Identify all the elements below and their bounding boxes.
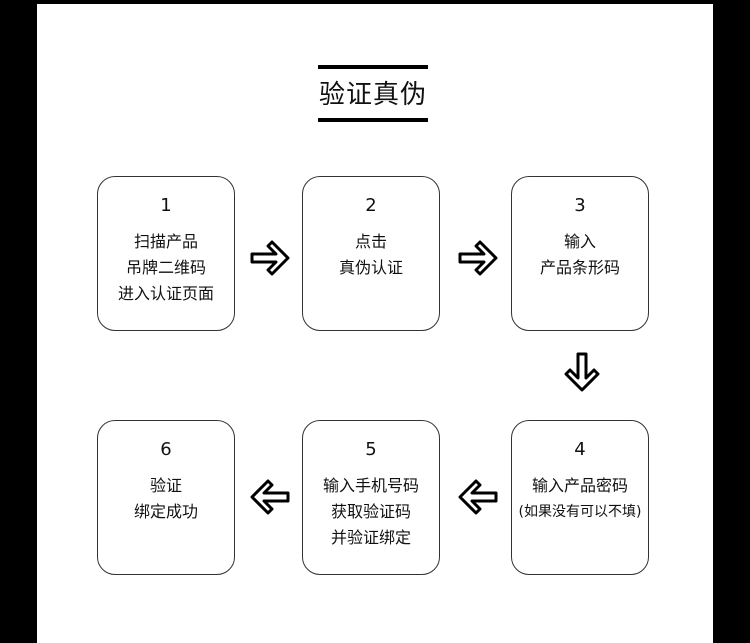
arrow-right-icon — [250, 240, 290, 276]
step-text: 扫描产品 — [133, 232, 198, 251]
title-bottom-rule — [318, 118, 428, 122]
step-text: 真伪认证 — [338, 258, 403, 277]
step-text: 吊牌二维码 — [125, 258, 206, 277]
step-text: 输入 — [563, 232, 596, 251]
page-canvas: 验证真伪 1 扫描产品吊牌二维码进入认证页面 2 点击真伪认证 3 输入产品条形… — [37, 4, 713, 643]
step-6-card: 6 验证绑定成功 — [97, 420, 235, 575]
page-title: 验证真伪 — [318, 80, 427, 110]
step-number: 5 — [365, 439, 377, 460]
step-2-card: 2 点击真伪认证 — [302, 176, 440, 331]
step-4-card: 4 输入产品密码 (如果没有可以不填) — [511, 420, 649, 575]
step-note: (如果没有可以不填) — [518, 504, 642, 520]
step-text: 输入产品密码 — [531, 476, 628, 495]
arrow-left-icon — [458, 479, 498, 515]
arrow-right-icon — [458, 240, 498, 276]
step-number: 6 — [160, 439, 172, 460]
step-3-card: 3 输入产品条形码 — [511, 176, 649, 331]
step-number: 2 — [365, 195, 377, 216]
step-5-card: 5 输入手机号码获取验证码并验证绑定 — [302, 420, 440, 575]
step-text: 输入手机号码 — [322, 476, 419, 495]
step-text: 验证 — [149, 476, 182, 495]
arrow-left-icon — [250, 479, 290, 515]
step-number: 4 — [574, 439, 586, 460]
arrow-down-icon — [564, 352, 600, 392]
step-text: 进入认证页面 — [117, 284, 214, 303]
title-top-rule — [318, 65, 428, 69]
step-text: 点击 — [354, 232, 387, 251]
step-text: 并验证绑定 — [330, 528, 411, 547]
step-1-card: 1 扫描产品吊牌二维码进入认证页面 — [97, 176, 235, 331]
step-number: 1 — [160, 195, 172, 216]
step-number: 3 — [574, 195, 586, 216]
step-text: 获取验证码 — [330, 502, 411, 521]
step-text: 绑定成功 — [133, 502, 198, 521]
step-text: 产品条形码 — [539, 258, 620, 277]
